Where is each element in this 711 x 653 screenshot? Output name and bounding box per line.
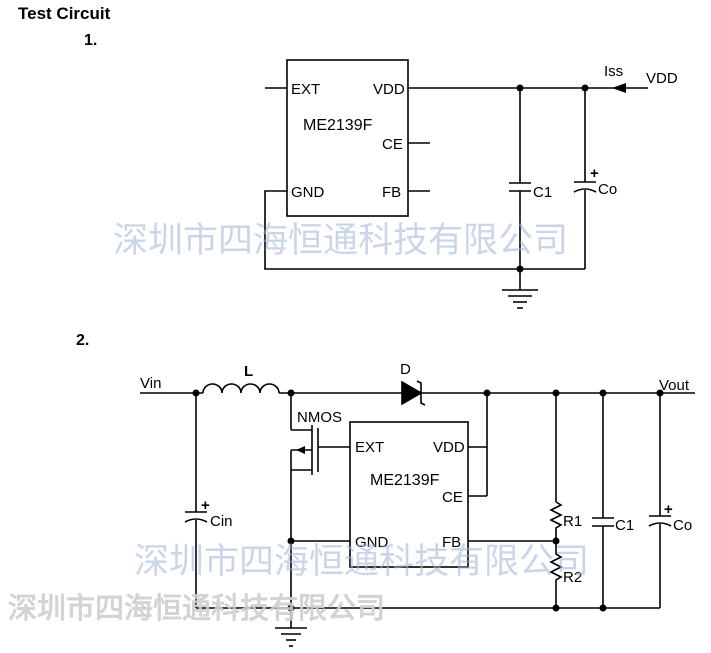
c1-junction-c1-top xyxy=(516,84,524,92)
circuit-1-number: 1. xyxy=(84,32,98,49)
c2-label-diode: D xyxy=(400,361,411,378)
watermark-top: 深圳市四海恒通科技有限公司 xyxy=(113,221,568,261)
c2-label-ext: EXT xyxy=(355,439,384,456)
c2-junction-c1 xyxy=(599,389,607,397)
c2-co-plate-bottom xyxy=(648,522,672,527)
c2-inductor xyxy=(202,383,280,394)
c2-junction-vdd xyxy=(483,389,491,397)
c2-label-nmos: NMOS xyxy=(297,409,342,426)
circuit-2-number: 2. xyxy=(76,332,90,349)
c2-label-r2: R2 xyxy=(563,569,582,586)
c2-label-r1: R1 xyxy=(563,513,582,530)
c2-label-vdd: VDD xyxy=(433,439,465,456)
circuit-2 xyxy=(140,380,695,647)
c1-chip-name: ME2139F xyxy=(303,117,373,134)
c1-junction-ground xyxy=(516,265,524,273)
c1-current-arrow xyxy=(612,83,626,93)
c1-label-co: Co xyxy=(598,181,617,198)
c2-label-inductor: L xyxy=(244,363,253,380)
c2-cin-plate-bottom xyxy=(184,518,208,523)
c2-label-vin: Vin xyxy=(140,375,161,392)
c2-r2 xyxy=(549,541,563,608)
page-title: Test Circuit xyxy=(18,4,111,23)
watermark-middle: 深圳市四海恒通科技有限公司 xyxy=(134,542,589,582)
c2-label-cin-plus: + xyxy=(201,497,210,514)
c2-chip-body xyxy=(349,421,469,568)
c1-chip-body xyxy=(286,59,409,217)
c1-label-c1: C1 xyxy=(533,184,552,201)
c2-label-vout: Vout xyxy=(659,377,690,394)
c2-label-cin: Cin xyxy=(210,513,233,530)
c2-label-co: Co xyxy=(673,517,692,534)
c1-label-iss: Iss xyxy=(604,63,623,80)
c1-label-vdd: VDD xyxy=(373,81,405,98)
watermark-bottom: 深圳市四海恒通科技有限公司 xyxy=(8,591,385,625)
c2-r1 xyxy=(549,501,563,541)
c2-junction-switch xyxy=(287,389,295,397)
c2-label-fb: FB xyxy=(442,534,461,551)
c2-junction-cin xyxy=(192,389,200,397)
c1-label-gnd: GND xyxy=(291,184,325,201)
c2-chip-name: ME2139F xyxy=(370,472,440,489)
c2-label-co-plus: + xyxy=(664,501,673,518)
c2-junction-ground xyxy=(287,604,295,612)
c2-diode-body xyxy=(401,380,423,406)
c1-label-supply: VDD xyxy=(646,70,678,87)
c1-label-ext: EXT xyxy=(291,81,320,98)
c2-label-gnd: GND xyxy=(355,534,389,551)
c2-nmos-arrow xyxy=(296,446,305,454)
c2-junction-r1 xyxy=(552,389,560,397)
c2-junction-fb xyxy=(552,537,560,545)
c1-co-plate-bottom xyxy=(573,188,597,193)
c1-label-fb: FB xyxy=(382,184,401,201)
c1-label-co-plus: + xyxy=(590,165,599,182)
c2-junction-gnd xyxy=(287,537,295,545)
c1-gnd-wire xyxy=(264,190,585,270)
c2-junction-r2-bottom xyxy=(552,604,560,612)
c2-junction-c1-bottom xyxy=(599,604,607,612)
c1-label-ce: CE xyxy=(382,136,403,153)
junction-dots xyxy=(192,84,664,612)
circuit-1 xyxy=(264,59,648,309)
c2-junction-co xyxy=(656,389,664,397)
c2-label-ce: CE xyxy=(442,489,463,506)
c1-junction-co-top xyxy=(581,84,589,92)
c2-label-c1: C1 xyxy=(615,517,634,534)
